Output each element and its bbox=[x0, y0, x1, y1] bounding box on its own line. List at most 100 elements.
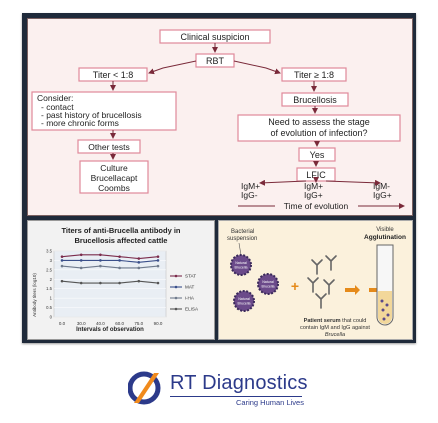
result-top: IgM+ bbox=[304, 181, 323, 191]
antibody-line-chart: Titers of anti-Brucella antibody in Bruc… bbox=[32, 226, 199, 333]
clinical-suspicion-label: Clinical suspicion bbox=[180, 32, 249, 42]
brand-name: RT Diagnostics bbox=[170, 372, 308, 394]
need-assess-box bbox=[237, 114, 401, 142]
brucella-cell: Natural Brucella bbox=[230, 254, 252, 276]
test-item: Culture bbox=[100, 163, 128, 173]
serum-line2: contain IgM and IgG against bbox=[300, 325, 370, 331]
y-tick-label: 0 bbox=[50, 315, 53, 320]
agglutination-illustration: Bacterial suspension Natural Brucella Na… bbox=[227, 227, 406, 338]
chart-title-line2: Brucellosis affected cattle bbox=[75, 236, 168, 245]
svg-text:Brucella: Brucella bbox=[235, 266, 248, 270]
serum-line1: Patient serum that could bbox=[304, 318, 367, 324]
x-tick-label: 60.0 bbox=[115, 321, 124, 326]
data-point bbox=[79, 259, 83, 262]
data-point bbox=[99, 253, 102, 257]
need-assess-line1: Need to assess the stage bbox=[268, 117, 370, 127]
data-point bbox=[118, 266, 121, 270]
svg-text:Natural: Natural bbox=[235, 261, 247, 265]
test-item: Brucellacapt bbox=[91, 173, 138, 183]
data-point bbox=[60, 264, 64, 268]
brand-logo: RT Diagnostics Caring Human Lives bbox=[128, 366, 328, 412]
rbt-box bbox=[195, 53, 235, 68]
lfic-label: LFIC bbox=[306, 170, 326, 180]
data-point bbox=[99, 259, 102, 262]
consider-item: - more chronic forms bbox=[41, 118, 119, 128]
legend-marker bbox=[174, 274, 178, 278]
diagnostic-flowchart: Clinical suspicion RBT Titer < 1:8 Titer… bbox=[27, 18, 413, 216]
result-bottom: IgG- bbox=[241, 190, 258, 200]
legend-marker bbox=[174, 307, 178, 311]
bacterial-label: Bacterial bbox=[231, 229, 254, 235]
data-point bbox=[118, 281, 121, 285]
result-bottom: IgG+ bbox=[373, 190, 392, 200]
chart-ylabel: Antibody titers (log10) bbox=[32, 273, 37, 317]
brucella-cell: Natural Brucella bbox=[233, 290, 255, 312]
data-point bbox=[99, 264, 102, 268]
consider-title: Consider: bbox=[37, 93, 73, 103]
antibody-chart-panel: Titers of anti-Brucella antibody in Bruc… bbox=[27, 220, 215, 340]
yes-label: Yes bbox=[310, 150, 325, 160]
y-tick-label: 1.5 bbox=[46, 286, 52, 291]
svg-text:Brucella: Brucella bbox=[238, 302, 251, 306]
data-point bbox=[137, 261, 141, 264]
data-point bbox=[60, 279, 64, 283]
data-point bbox=[137, 266, 141, 270]
x-tick-label: 75.0 bbox=[134, 321, 143, 326]
consider-item: - past history of brucellosis bbox=[41, 110, 142, 120]
plus-sign: + bbox=[291, 278, 299, 294]
data-point bbox=[137, 257, 141, 260]
brand-tagline: Caring Human Lives bbox=[236, 398, 304, 407]
series-line-elisa bbox=[61, 280, 159, 284]
data-point bbox=[79, 253, 83, 257]
data-point bbox=[156, 264, 160, 268]
chart-xlabel: Intervals of observation bbox=[76, 327, 144, 333]
series-line-mat bbox=[62, 259, 159, 263]
agglutination-panel: Bacterial suspension Natural Brucella Na… bbox=[218, 220, 413, 340]
need-assess-line2: of evolution of infection? bbox=[270, 128, 367, 138]
chart-title-line1: Titers of anti-Brucella antibody in bbox=[61, 226, 180, 235]
rt-logo-icon bbox=[128, 371, 161, 405]
data-point bbox=[79, 266, 83, 270]
rbt-label: RBT bbox=[206, 56, 225, 66]
other-tests-label: Other tests bbox=[88, 142, 130, 152]
suspension-label: suspension bbox=[227, 236, 257, 242]
data-point bbox=[79, 281, 83, 285]
test-tube-icon bbox=[376, 244, 394, 326]
data-point bbox=[118, 259, 121, 262]
titer-low-label: Titer < 1:8 bbox=[93, 70, 133, 80]
legend-label: STAT bbox=[185, 274, 196, 279]
data-point bbox=[99, 281, 102, 285]
series-line-i-ha bbox=[61, 265, 159, 269]
agglutination-arrows bbox=[345, 285, 360, 295]
flow-connectors bbox=[110, 43, 381, 186]
data-point bbox=[156, 255, 160, 258]
serum-line3: Brucella bbox=[325, 332, 345, 338]
flowchart-svg: Clinical suspicion RBT Titer < 1:8 Titer… bbox=[31, 29, 405, 211]
visible-label: Visible bbox=[376, 227, 394, 233]
data-point bbox=[137, 279, 141, 283]
x-tick-label: 40.0 bbox=[96, 321, 105, 326]
consider-item: - contact bbox=[41, 102, 74, 112]
legend-label: i-HA bbox=[185, 296, 195, 301]
antibody-icons bbox=[307, 255, 337, 309]
legend-label: ELISA bbox=[185, 307, 199, 312]
brucellosis-label: Brucellosis bbox=[293, 95, 337, 105]
data-point bbox=[156, 281, 160, 285]
series-line-stat bbox=[61, 254, 159, 260]
svg-text:Natural: Natural bbox=[238, 297, 250, 301]
legend-marker bbox=[174, 285, 178, 289]
other-tests-box bbox=[77, 139, 141, 154]
result-bottom: IgG+ bbox=[304, 190, 323, 200]
agglutination-label: Agglutination bbox=[364, 234, 406, 241]
legend-marker bbox=[174, 296, 178, 300]
y-tick-label: 3 bbox=[50, 258, 53, 263]
label-pointer bbox=[238, 242, 242, 256]
y-tick-label: 1 bbox=[50, 296, 53, 301]
tests-list-box bbox=[79, 160, 149, 194]
data-point bbox=[60, 259, 64, 262]
data-point bbox=[118, 255, 121, 258]
titer-high-label: Titer ≥ 1:8 bbox=[294, 70, 334, 80]
result-top: IgM+ bbox=[241, 181, 260, 191]
time-axis-label: Time of evolution bbox=[284, 201, 349, 211]
data-point bbox=[156, 259, 160, 262]
